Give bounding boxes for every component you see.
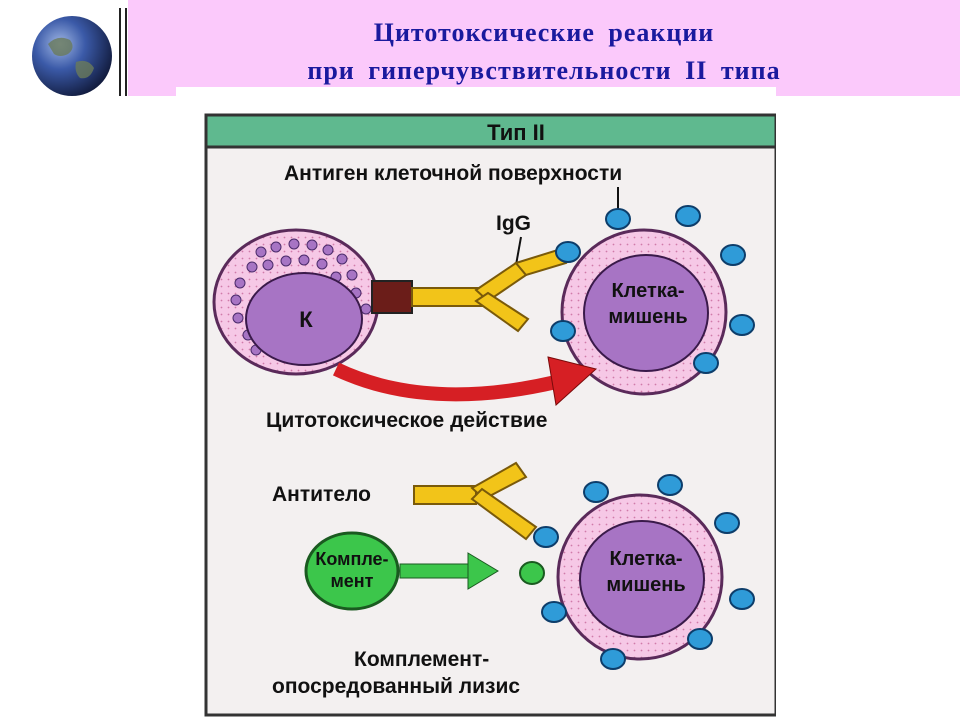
complement-blob [304,531,400,611]
target-label-top-line2: мишень [608,306,687,328]
lysis-label-line1: Комплемент- [354,648,489,671]
igg-pointer [515,236,522,266]
complement-label-line1: Компле- [315,549,388,569]
lysis-label-line2: опосредованный лизис [272,675,520,698]
fc-receptor [371,280,413,314]
cytotoxic-arrow [332,362,558,402]
type-header-bar [204,113,776,149]
cytotoxic-arrowhead [547,356,598,406]
killer-cell [212,228,380,376]
target-cell-bottom [556,493,724,661]
header-divider-line [125,8,127,96]
slide-title-line2: при гиперчувствительности II типа [307,56,781,85]
slide-title-line1: Цитотоксические реакции [373,18,715,47]
complement-bound [519,561,545,585]
globe-icon [32,16,112,96]
cytotoxic-action-label: Цитотоксическое действие [266,409,547,432]
surface-antigens-top [550,205,755,374]
complement-label-line2: мент [330,571,373,591]
antibody-label: Антитело [272,483,371,506]
header-divider-line [119,8,121,96]
igg-label: IgG [496,212,531,235]
killer-nucleus [245,272,363,366]
type-label: Тип II [487,120,545,145]
slide-header [128,0,960,96]
complement-arrow [399,563,471,579]
target-label-bottom-line1: Клетка- [609,548,682,570]
killer-label: К [299,307,313,332]
target-cell-top [560,228,728,396]
surface-antigens-bottom [533,474,755,670]
hypersensitivity-diagram: Тип II Антиген клеточной поверхности IgG… [176,87,776,720]
antigen-label: Антиген клеточной поверхности [284,162,622,185]
target-label-top-line1: Клетка- [611,280,684,302]
complement-arrowhead [467,552,499,590]
igg-antibody [411,247,568,333]
target-label-bottom-line2: мишень [606,574,685,596]
antibody-bottom [413,461,538,541]
